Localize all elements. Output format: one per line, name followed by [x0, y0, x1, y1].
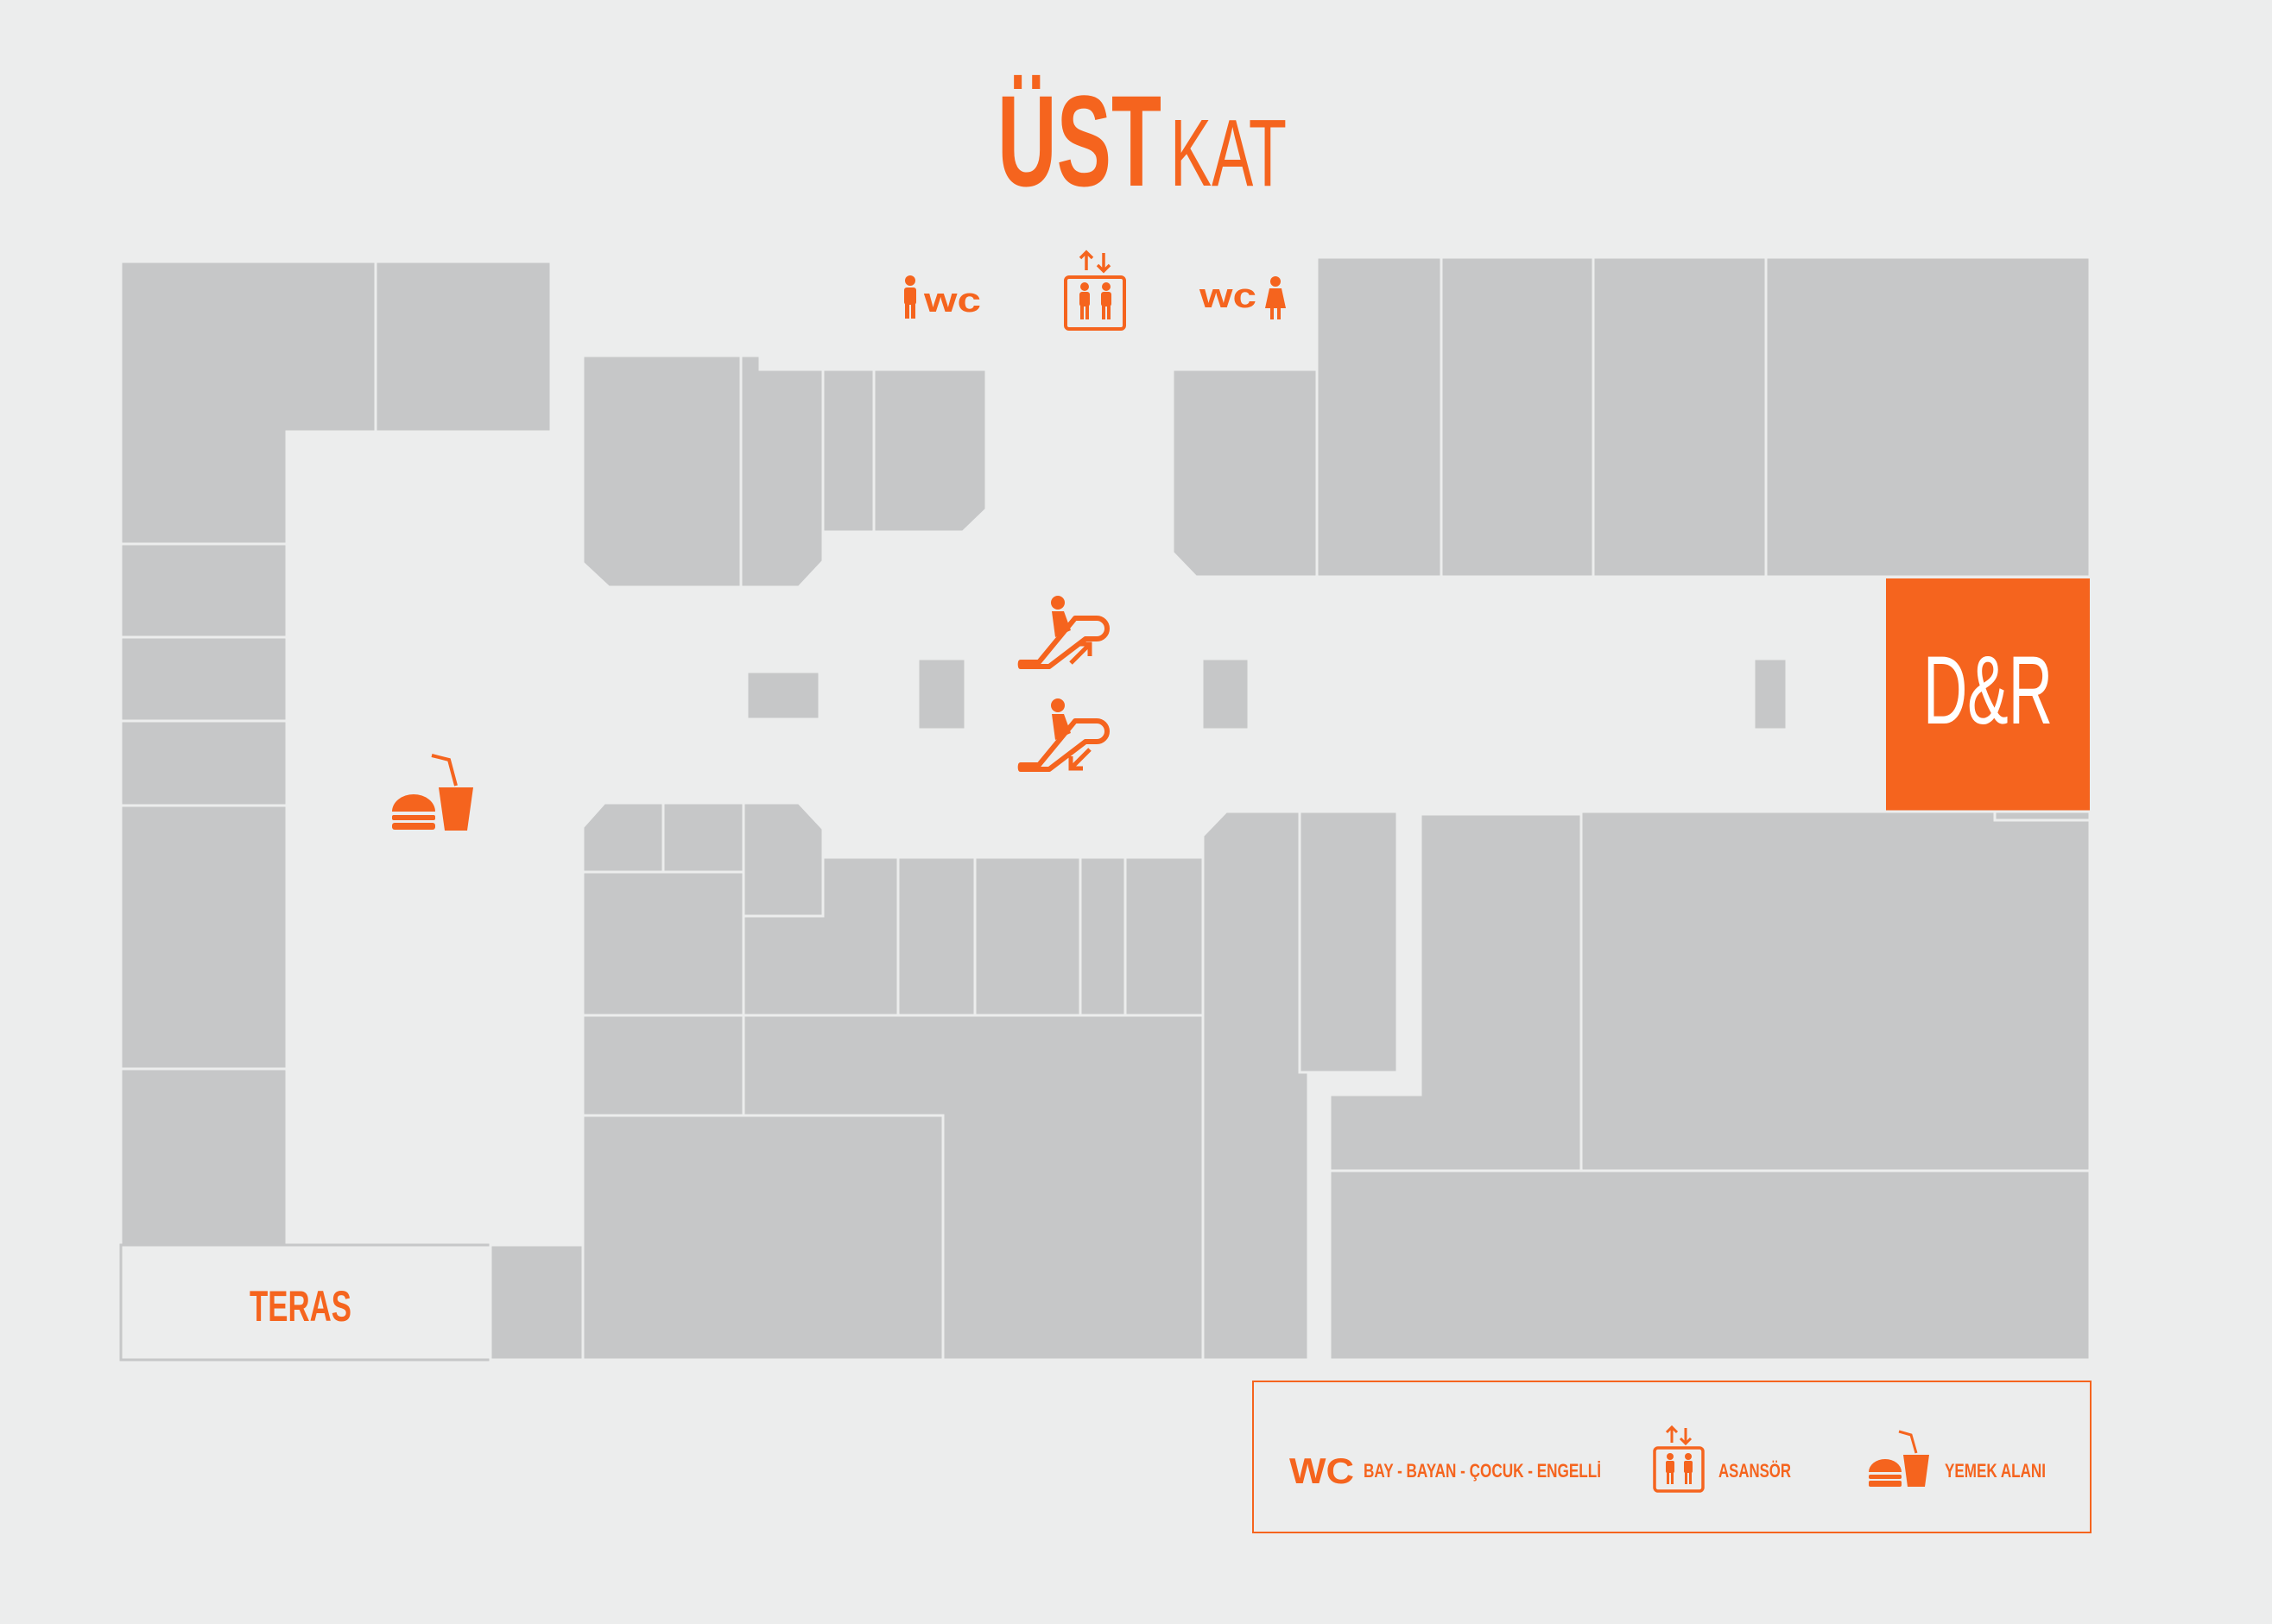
store-unit[interactable] [1764, 256, 2092, 578]
floor-title-main: ÜST [997, 68, 1161, 213]
store-unit[interactable] [119, 260, 377, 546]
terrace-label: TERAS [250, 1282, 351, 1330]
store-unit[interactable] [896, 856, 977, 1017]
store-unit[interactable] [1123, 856, 1205, 1017]
store-unit[interactable] [973, 856, 1082, 1017]
store-unit[interactable] [119, 719, 288, 807]
store-unit[interactable] [581, 354, 743, 589]
store-unit[interactable] [374, 260, 553, 433]
store-unit[interactable] [1315, 256, 1443, 578]
food-court-icon[interactable] [392, 754, 473, 831]
legend-elevator-icon [1653, 1425, 1705, 1493]
wc-man-icon[interactable]: wc [904, 275, 981, 319]
wc-woman-icon[interactable]: wc [1199, 276, 1286, 319]
store-unit[interactable] [581, 1014, 745, 1117]
legend: WC BAY - BAYAN - ÇOCUK - ENGELLİ ASANSÖR… [1252, 1381, 2092, 1533]
floor-title-sub: KAT [1170, 100, 1287, 206]
wc-women-label: wc [1199, 277, 1256, 315]
terrace-area[interactable]: TERAS [119, 1243, 492, 1362]
store-unit[interactable] [1201, 810, 1310, 1362]
store-unit[interactable] [119, 804, 288, 1071]
legend-wc-symbol: WC [1289, 1450, 1354, 1491]
center-bottom-stores [489, 801, 1310, 1362]
store-unit[interactable] [581, 1114, 945, 1362]
store-unit[interactable] [1993, 810, 2092, 822]
store-unit[interactable] [1171, 368, 1319, 578]
corridor-pillars [745, 657, 1788, 731]
store-unit[interactable] [581, 870, 745, 1017]
store-unit[interactable] [1592, 256, 1768, 578]
store-unit[interactable] [739, 354, 825, 589]
store-unit[interactable] [1079, 856, 1127, 1017]
store-unit[interactable] [1328, 1169, 2092, 1362]
right-bottom-stores [1328, 810, 2092, 1362]
store-unit[interactable] [1579, 810, 2092, 1172]
legend-food-icon [1869, 1430, 1929, 1487]
left-wing-stores [119, 260, 553, 1247]
store-unit[interactable] [119, 635, 288, 723]
store-unit[interactable] [1298, 810, 1399, 1074]
center-right-top-stores [1171, 256, 2092, 578]
store-unit[interactable] [119, 542, 288, 639]
pillar [1200, 657, 1250, 731]
escalator-up-icon[interactable] [1017, 596, 1110, 669]
dr-store[interactable]: D&R [1886, 578, 2090, 812]
wc-men-label: wc [923, 281, 981, 319]
pillar [1752, 657, 1788, 731]
store-unit[interactable] [1440, 256, 1595, 578]
elevator-icon[interactable] [1064, 250, 1126, 331]
center-top-stores [581, 354, 988, 589]
legend-wc-text: BAY - BAYAN - ÇOCUK - ENGELLİ [1364, 1460, 1601, 1482]
pillar [916, 657, 967, 731]
store-unit[interactable] [489, 1243, 585, 1362]
escalator-down-icon[interactable] [1017, 698, 1110, 772]
store-unit[interactable] [581, 801, 665, 874]
store-unit[interactable] [821, 368, 876, 534]
dr-store-label: D&R [1923, 636, 2053, 744]
legend-elevator-text: ASANSÖR [1718, 1460, 1791, 1482]
store-unit[interactable] [119, 1067, 288, 1247]
store-unit[interactable] [742, 801, 825, 918]
store-unit[interactable] [872, 368, 988, 534]
legend-food-text: YEMEK ALANI [1945, 1460, 2046, 1482]
pillar [745, 670, 821, 721]
